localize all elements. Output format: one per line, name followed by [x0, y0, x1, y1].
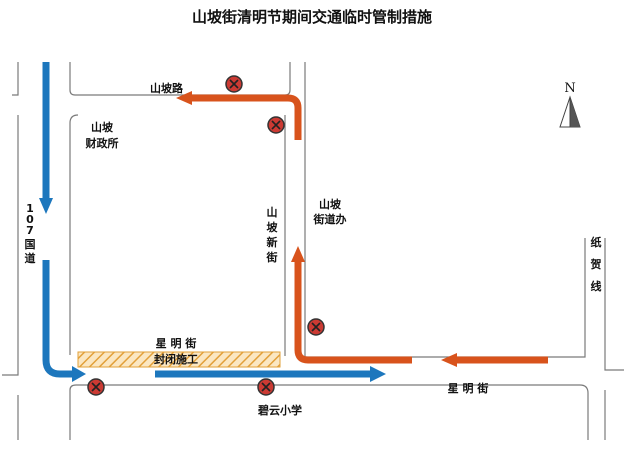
no-entry-icon	[87, 378, 105, 396]
label-zhihe-line-3: 线	[591, 279, 602, 293]
label-shanpo-xinjie-3: 新	[267, 235, 278, 249]
label-finance-office-1: 山坡	[91, 120, 114, 134]
no-entry-icon	[267, 116, 285, 134]
label-shanpo-xinjie-1: 山	[267, 205, 278, 219]
road-network	[2, 62, 624, 440]
no-entry-icon	[257, 378, 275, 396]
compass-north-icon: N	[559, 81, 581, 128]
blue-route	[42, 62, 372, 378]
label-zhihe-line-2: 贺	[590, 257, 602, 271]
label-national-road-2: 0	[26, 213, 34, 226]
arrowhead-east-2	[72, 366, 86, 382]
arrowhead-west	[176, 91, 192, 105]
label-shanpo-road: 山坡路	[150, 81, 184, 95]
label-xingming-closed-1: 星 明 街	[156, 336, 197, 350]
blue-arrowheads	[39, 198, 386, 382]
label-xingming-street: 星 明 街	[448, 381, 489, 395]
label-xingming-closed-2: 封闭施工	[154, 352, 198, 366]
label-subdistrict-office-1: 山坡	[319, 197, 342, 211]
orange-arrowheads	[176, 91, 457, 367]
label-national-road-3: 7	[26, 224, 34, 237]
arrowhead-south	[39, 198, 53, 214]
label-zhihe-line-1: 纸	[591, 235, 602, 249]
arrowhead-west-2	[441, 353, 457, 367]
arrowhead-east	[370, 366, 386, 382]
compass-label: N	[564, 81, 575, 96]
no-entry-icon	[225, 75, 243, 93]
label-school: 碧云小学	[257, 403, 302, 417]
no-entry-icon	[307, 318, 325, 336]
label-shanpo-xinjie-2: 坡	[267, 220, 279, 234]
orange-route	[190, 94, 548, 364]
label-national-road-5: 道	[25, 251, 36, 265]
construction-zone	[77, 351, 281, 368]
label-national-road-4: 国	[25, 238, 36, 251]
arrowhead-north	[291, 246, 305, 262]
label-shanpo-xinjie-4: 街	[266, 250, 278, 264]
label-subdistrict-office-2: 街道办	[313, 212, 347, 226]
label-national-road-1: 1	[26, 202, 34, 215]
page-title: 山坡街清明节期间交通临时管制措施	[192, 8, 432, 26]
label-finance-office-2: 财政所	[85, 136, 119, 150]
no-entry-signs	[87, 75, 325, 396]
